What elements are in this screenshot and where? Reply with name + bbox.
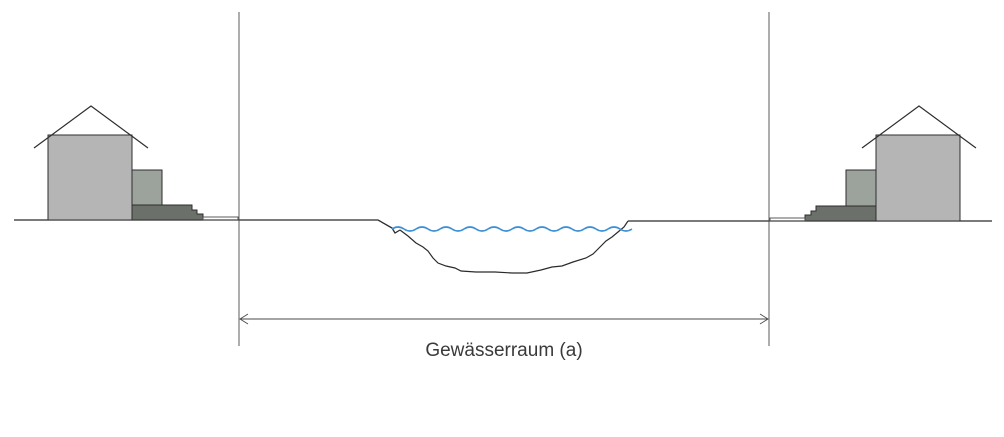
dimension-line xyxy=(239,313,769,325)
water-surface xyxy=(391,226,633,232)
river-bed xyxy=(399,220,629,274)
watercourse-space-label: Gewässerraum (a) xyxy=(425,340,582,361)
left-house xyxy=(33,105,239,221)
right-house xyxy=(769,105,977,222)
